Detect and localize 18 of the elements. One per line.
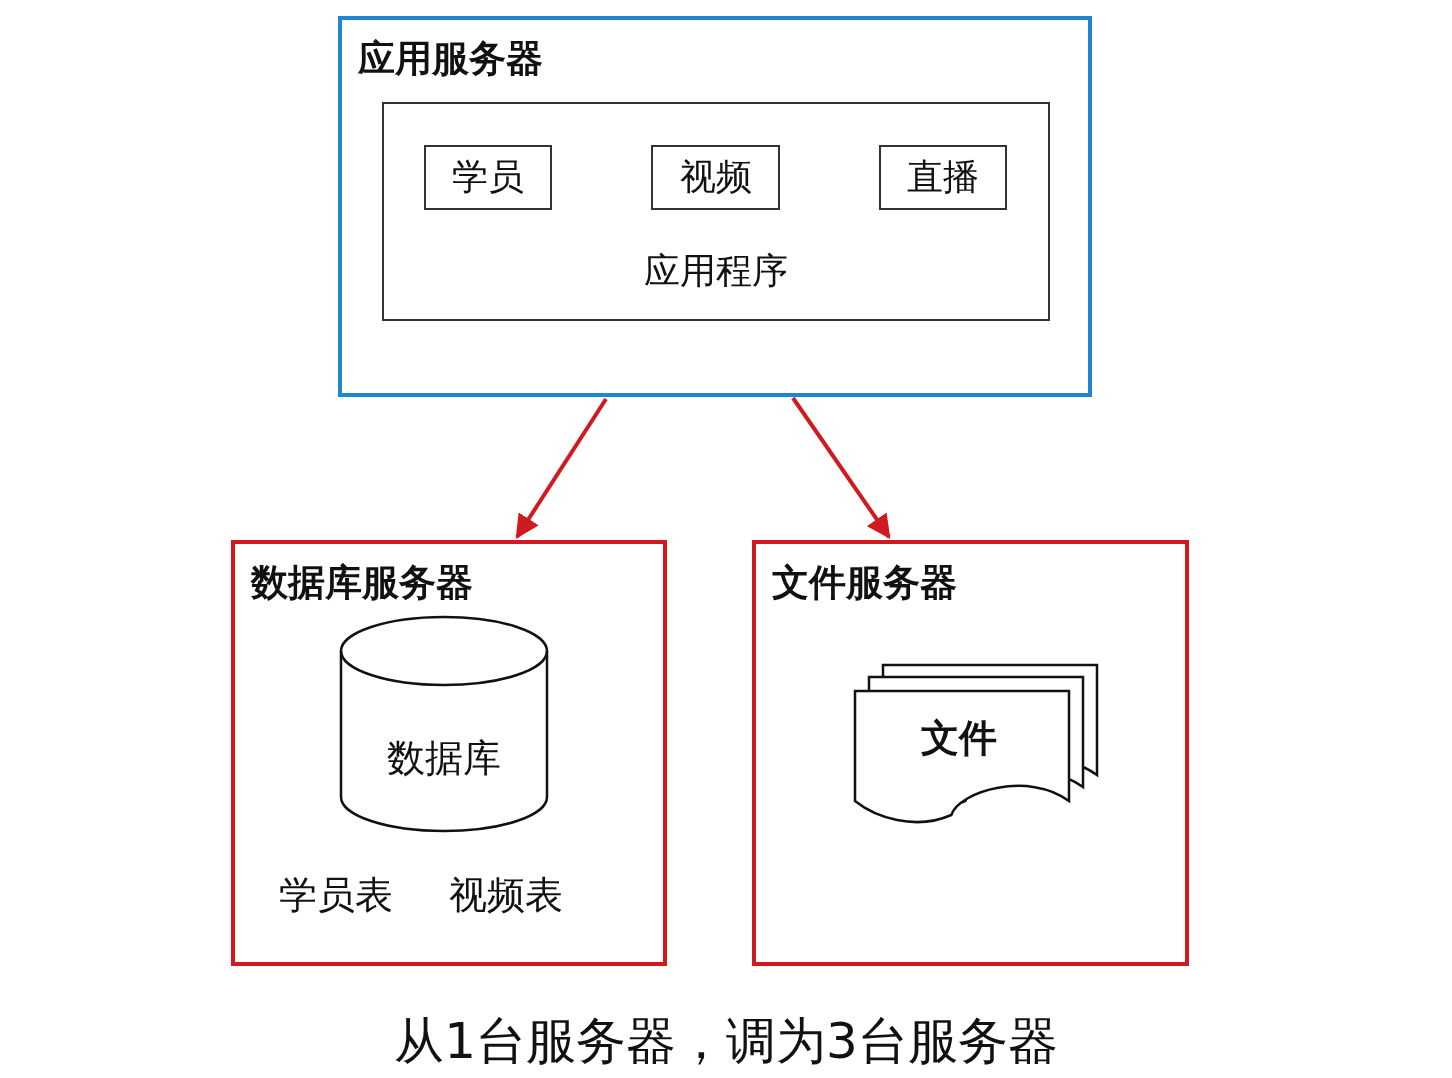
server-box: [338, 16, 1092, 397]
server-title: 数据库服务器: [251, 564, 473, 601]
database-label: 数据库: [386, 739, 502, 777]
application-label: 应用程序: [643, 253, 789, 289]
module-box: 直播: [879, 145, 1007, 210]
module-box: 学员: [424, 145, 552, 210]
table-name: 视频表: [449, 876, 563, 914]
document-label: 文件: [921, 719, 997, 757]
module-box: 视频: [651, 145, 780, 210]
caption: 从1台服务器，调为3台服务器: [393, 1016, 1059, 1066]
arrow: [791, 396, 891, 539]
server-title: 文件服务器: [772, 564, 957, 601]
application-box: [382, 102, 1050, 321]
server-box: [231, 540, 667, 966]
server-title: 应用服务器: [358, 40, 543, 77]
table-name: 学员表: [279, 876, 393, 914]
arrow: [515, 397, 608, 539]
server-box: [752, 540, 1189, 966]
